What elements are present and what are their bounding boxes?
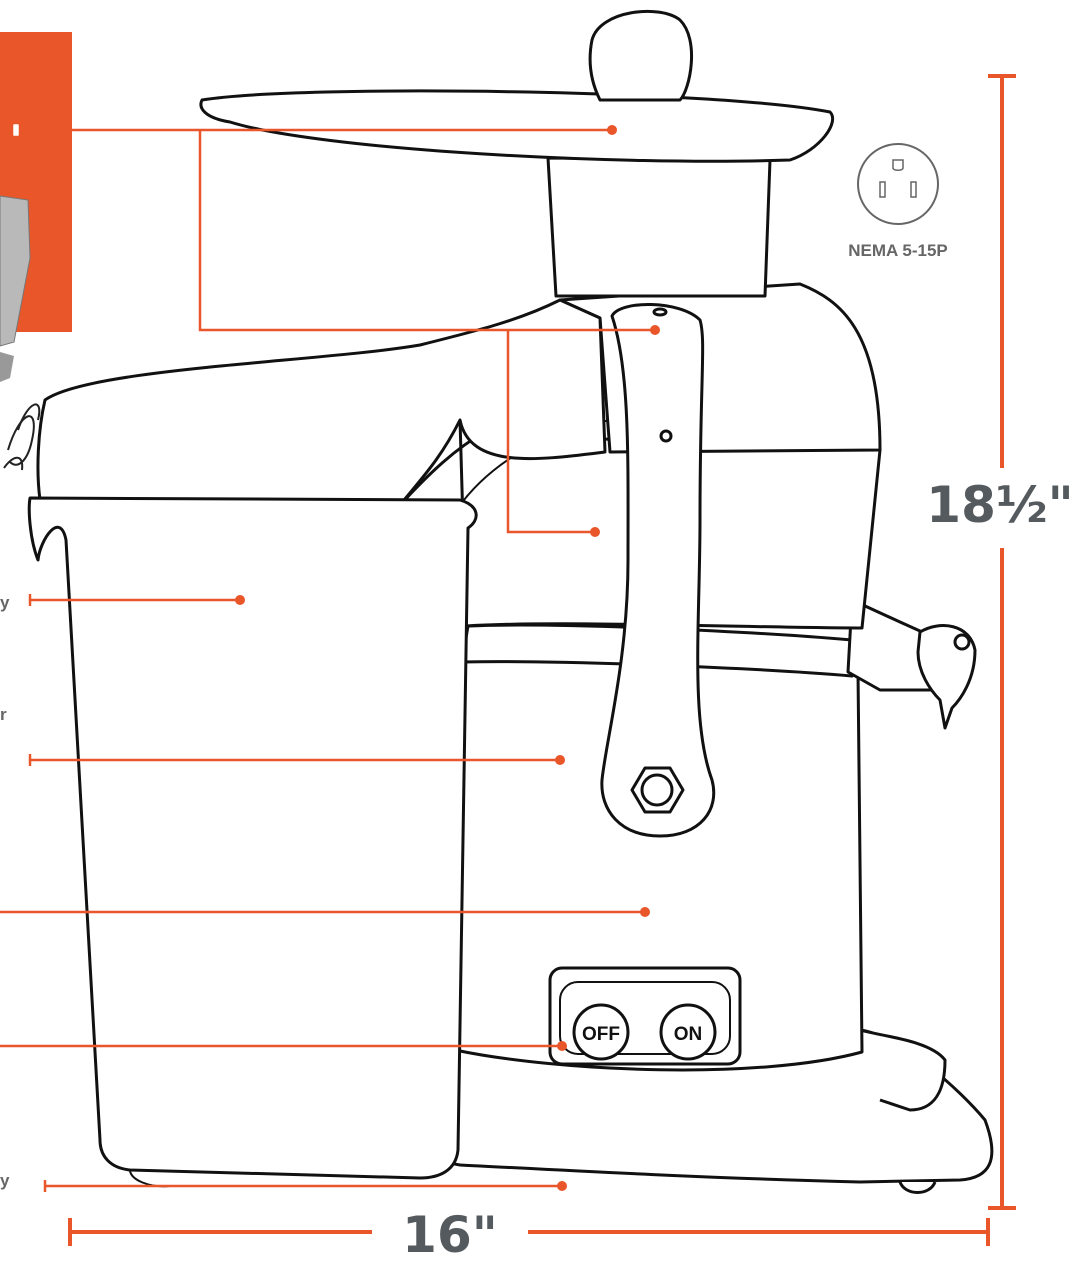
- pusher-knob: [588, 9, 694, 102]
- width-dimension: [68, 1218, 990, 1246]
- on-button-label: ON: [674, 1024, 703, 1045]
- arm-pivot-hole: [659, 429, 673, 443]
- height-dimension: [988, 74, 1016, 1210]
- inset-photo-shadow: [0, 352, 14, 382]
- width-dimension-label: 16": [402, 1206, 498, 1258]
- arm-bolt-head: [640, 773, 674, 807]
- container-foot: [129, 1169, 171, 1188]
- pusher-plate: [199, 89, 834, 163]
- callout-dot-switch: [557, 1041, 567, 1051]
- arm-top-pin: [652, 307, 668, 317]
- base-rear: [859, 1028, 947, 1112]
- callout-dot-arm: [650, 325, 660, 335]
- inset-photo-product: [0, 195, 31, 347]
- callout-arm: [198, 130, 655, 332]
- callout-dot-pusher: [607, 125, 617, 135]
- plug-label: NEMA 5-15P: [848, 241, 948, 260]
- spout-nozzle: [916, 624, 977, 730]
- height-dimension-label: 18½": [926, 476, 1073, 534]
- callout-bowl: [506, 330, 595, 534]
- callout-dot-motor: [640, 907, 650, 917]
- callout-dots: [235, 125, 660, 1191]
- feed-chute: [546, 156, 772, 298]
- callout-pusher-anchor: [10, 121, 22, 139]
- on-button[interactable]: ON: [659, 1003, 717, 1061]
- callouts: [0, 121, 655, 1192]
- callout-dot-container: [235, 595, 245, 605]
- juicer-illustration: [27, 9, 994, 1194]
- partial-label-2: r: [0, 705, 7, 724]
- juicer-lid: [558, 282, 882, 454]
- partial-label-1: y: [0, 593, 10, 612]
- cord-sketch: [3, 403, 41, 471]
- spout-knob: [953, 633, 971, 651]
- callout-dot-base: [557, 1181, 567, 1191]
- off-button-label: OFF: [582, 1024, 620, 1045]
- partial-label-3: y: [0, 1171, 10, 1190]
- callout-dot-bowl: [590, 527, 600, 537]
- off-button[interactable]: OFF: [572, 1003, 630, 1061]
- nema-plug-icon: [857, 143, 939, 225]
- callout-dot-housing: [555, 755, 565, 765]
- pulp-container: [27, 496, 478, 1180]
- locking-arm: [600, 302, 716, 838]
- base-foot: [898, 1181, 937, 1194]
